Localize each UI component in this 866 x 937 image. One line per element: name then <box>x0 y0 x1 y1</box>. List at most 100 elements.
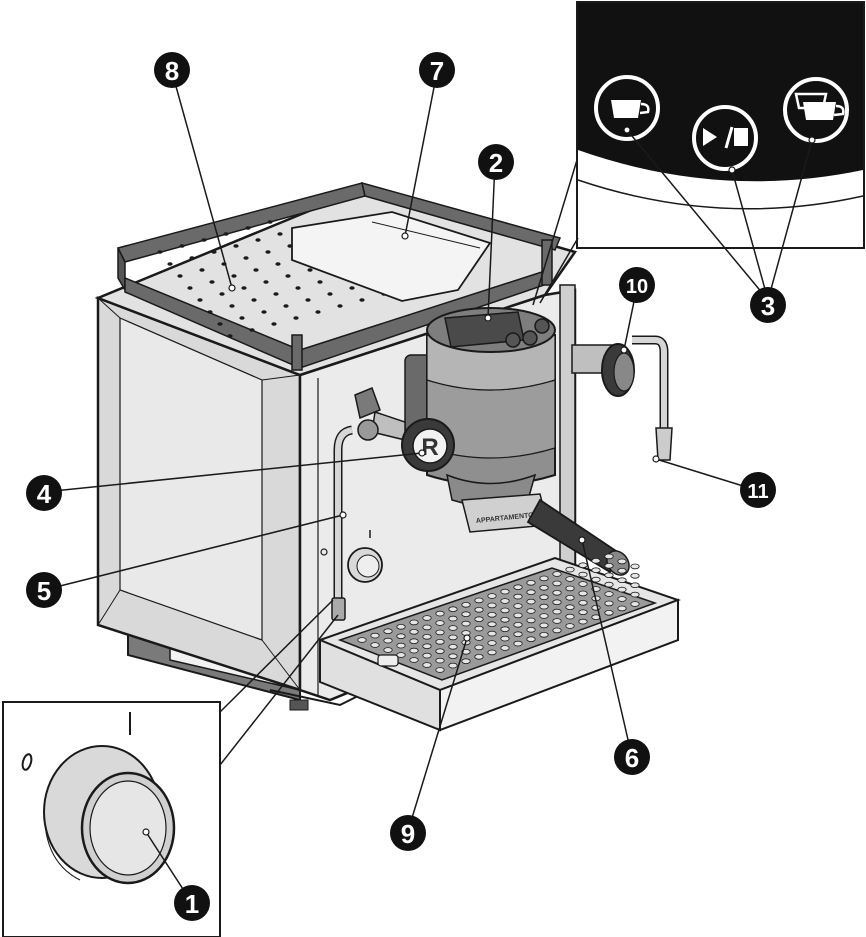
tray-hole <box>448 653 458 659</box>
tray-hole <box>474 644 484 651</box>
warmer-hole <box>241 286 247 290</box>
tray-hole <box>396 623 406 630</box>
tray-hole <box>461 658 471 664</box>
tray-hole <box>617 586 627 593</box>
tray-hole <box>630 563 640 570</box>
warmer-hole <box>265 250 271 254</box>
tray-hole <box>422 633 432 640</box>
tray-hole <box>422 624 432 631</box>
warmer-hole <box>207 310 213 314</box>
display-button-c <box>534 318 550 334</box>
warmer-hole <box>233 244 239 248</box>
warmer-hole <box>157 250 163 254</box>
warmer-hole <box>267 220 273 224</box>
tray-hole <box>552 608 562 615</box>
warmer-hole <box>349 286 355 290</box>
tray-hole <box>461 601 471 608</box>
warmer-hole <box>275 262 281 266</box>
warmer-hole <box>253 268 259 272</box>
tray-hole <box>435 638 445 645</box>
tray-hole <box>461 620 471 627</box>
warmer-hole <box>283 304 289 308</box>
callout-4-label: 4 <box>37 479 52 509</box>
callout-8: 8 <box>154 52 190 88</box>
tray-hole <box>539 594 549 600</box>
tray-hole <box>448 662 458 669</box>
warmer-hole <box>227 334 233 338</box>
tray-hole <box>370 632 380 639</box>
knob-logo: R <box>421 434 438 461</box>
tray-hole <box>474 625 484 632</box>
tray-hole <box>487 602 497 609</box>
callout-2-label: 2 <box>489 148 503 178</box>
warmer-hole <box>317 280 323 284</box>
tray-hole <box>448 615 458 622</box>
tray-hole <box>487 640 497 646</box>
tray-hole <box>565 566 575 573</box>
tray-hole <box>552 599 562 605</box>
tray-hole <box>500 616 510 623</box>
callout-3-label: 3 <box>761 291 775 321</box>
tray-hole <box>513 631 523 637</box>
display-button-a <box>505 332 521 348</box>
warmer-hole <box>179 244 185 248</box>
callout-9: 9 <box>390 815 426 851</box>
drip-tray <box>317 553 681 732</box>
tray-hole <box>604 600 614 607</box>
tray-hole <box>383 628 393 634</box>
tray-hole <box>513 584 523 590</box>
tray-hole <box>591 557 601 564</box>
warmer-hole <box>201 238 207 242</box>
tray-hole <box>474 653 484 660</box>
tray-hole <box>565 613 575 620</box>
callout-9-label: 9 <box>401 819 415 849</box>
warmer-hole <box>261 310 267 314</box>
tray-hole <box>500 626 510 632</box>
tray-hole <box>422 643 432 649</box>
warmer-hole <box>277 232 283 236</box>
portafilter-handle <box>526 498 624 574</box>
warmer-hole <box>271 322 277 326</box>
tray-hole <box>422 662 432 668</box>
tray-hole <box>396 642 406 649</box>
tray-hole <box>526 636 536 642</box>
tray-hole <box>552 589 562 596</box>
tray-hole <box>539 584 549 591</box>
warmer-hole <box>231 274 237 278</box>
tray-hole <box>409 619 419 626</box>
tray-hole <box>487 649 497 656</box>
tray-hole <box>591 576 601 583</box>
warmer-hole <box>359 298 365 302</box>
warmer-hole <box>295 286 301 290</box>
power-switch <box>320 530 383 583</box>
tray-hole <box>513 640 523 647</box>
tray-hole <box>565 604 575 610</box>
tray-hole <box>578 599 588 606</box>
tray-hole <box>526 626 536 633</box>
tray-hole <box>435 667 445 673</box>
tray-hole <box>578 571 588 578</box>
tray-hole <box>513 603 523 609</box>
tray-hole <box>448 606 458 612</box>
warmer-hole <box>249 328 255 332</box>
tray-hole <box>526 589 536 595</box>
warmer-hole <box>305 298 311 302</box>
warmer-hole <box>219 292 225 296</box>
tray-hole <box>487 593 497 599</box>
tray-hole <box>409 657 419 663</box>
tray-hole <box>539 613 549 619</box>
tray-hole <box>591 604 601 611</box>
tray-hole <box>630 601 640 607</box>
brew-group: APPARTAMENTO <box>404 307 630 576</box>
callout-2: 2 <box>478 144 514 180</box>
tray-hole <box>591 567 601 573</box>
warmer-hole <box>209 280 215 284</box>
callout-1-label: 1 <box>185 889 199 919</box>
display-button-b <box>522 330 538 346</box>
tray-hole <box>526 579 536 586</box>
drip-tray-grid <box>357 553 640 673</box>
tray-hole <box>578 581 588 587</box>
power-knob-inset <box>2 701 221 937</box>
